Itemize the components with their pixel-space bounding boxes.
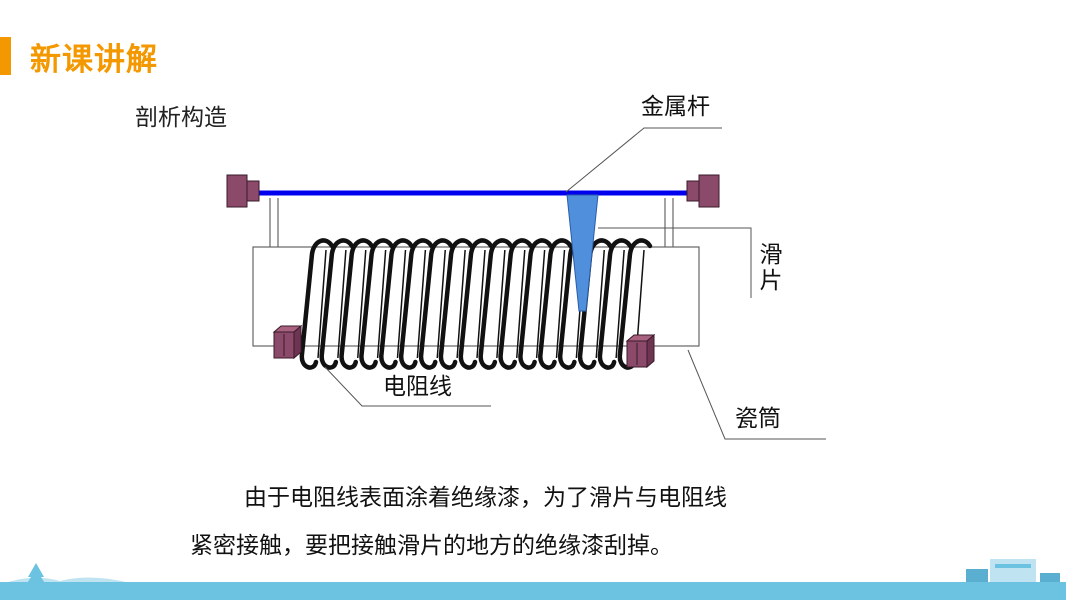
coil-turn — [498, 238, 533, 370]
coil-turn-back — [516, 249, 526, 359]
coil-turn — [319, 238, 355, 370]
section-subtitle: 剖析构造 — [135, 105, 227, 131]
slider-contact — [566, 194, 599, 312]
label-metal-rod: 金属杆 — [641, 94, 710, 120]
coil-turn-back — [595, 249, 605, 359]
coil-turn — [299, 238, 335, 370]
coil-turn-back — [496, 249, 506, 359]
label-resistance-wire: 电阻线 — [383, 374, 452, 400]
coil-turn-back — [476, 249, 486, 359]
wire-terminal-left — [272, 324, 303, 360]
coil-turn — [518, 238, 553, 370]
coil-turn-back — [555, 249, 566, 359]
rod-terminal-right — [686, 174, 720, 208]
coil-turn — [458, 238, 494, 370]
footer-band — [0, 582, 1066, 600]
coil-turn — [597, 238, 633, 370]
coil-turn-back — [436, 249, 446, 359]
coil-turn — [538, 238, 573, 370]
label-slider: 滑片 — [759, 242, 783, 295]
coil-turn — [359, 238, 394, 370]
title-accent-bar — [0, 37, 11, 75]
leader-lines — [324, 127, 826, 440]
coil-turn-back — [416, 249, 427, 359]
coil-turn-back — [317, 249, 327, 359]
page-title: 新课讲解 — [30, 42, 158, 78]
coil-turn-back — [615, 249, 625, 359]
coil-turn-back — [337, 249, 347, 359]
coil-turn — [339, 238, 374, 370]
coil-turn — [418, 238, 454, 370]
coil-turn-back — [376, 249, 387, 359]
coil-turn-back — [456, 249, 466, 359]
coil-turn — [478, 238, 514, 370]
caption-line-2: 紧密接触，要把接触滑片的地方的绝缘漆刮掉。 — [190, 533, 673, 559]
rod-terminal-left — [226, 174, 260, 208]
caption-line-1: 由于电阻线表面涂着绝缘漆，为了滑片与电阻线 — [244, 485, 727, 511]
coil-turn-back — [396, 249, 407, 359]
coil-turn-back — [535, 249, 546, 359]
coil-turn — [379, 238, 414, 370]
coil-turn — [399, 238, 434, 370]
label-porcelain-tube: 瓷筒 — [735, 406, 781, 432]
wire-terminal-right — [625, 333, 656, 369]
coil-turn — [438, 238, 474, 370]
coil-turn-back — [357, 249, 367, 359]
support-posts — [269, 198, 674, 247]
